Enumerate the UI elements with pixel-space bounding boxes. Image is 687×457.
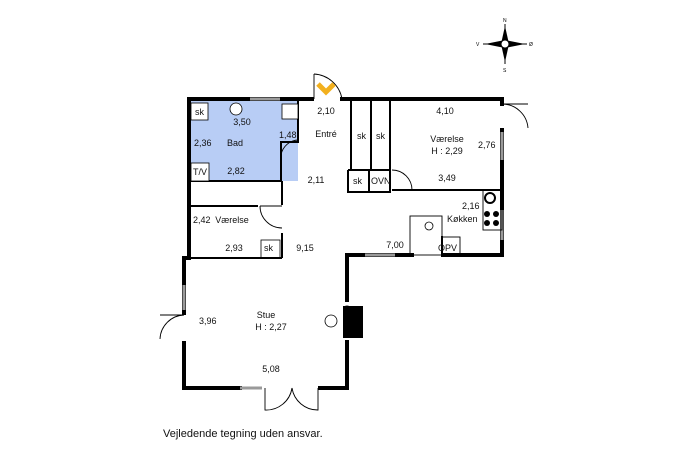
bed-left-name: Værelse bbox=[215, 215, 249, 225]
living-bottom: 5,08 bbox=[262, 364, 280, 374]
compass-e: Ø bbox=[529, 42, 533, 48]
bath-width: 3,50 bbox=[233, 117, 251, 127]
bath-side: 1,48 bbox=[279, 130, 297, 140]
utility-ovn: OVN bbox=[371, 176, 391, 186]
bath-bottom: 2,82 bbox=[227, 166, 245, 176]
utility-sk: sk bbox=[353, 176, 363, 186]
kitchen-name: Køkken bbox=[447, 214, 478, 224]
closets bbox=[260, 239, 281, 259]
disclaimer-caption: Vejledende tegning uden ansvar. bbox=[163, 428, 323, 440]
entry-top: 2,10 bbox=[317, 106, 335, 116]
bath-tv: T/V bbox=[193, 167, 207, 177]
bed-left-width: 2,42 bbox=[193, 215, 211, 225]
bath-name: Bad bbox=[227, 138, 243, 148]
bath-sk: sk bbox=[195, 107, 205, 117]
living-height: H : 2,27 bbox=[255, 322, 287, 332]
compass-n: N bbox=[503, 18, 507, 24]
entry-marker bbox=[316, 82, 336, 96]
entry-name: Entré bbox=[315, 129, 337, 139]
compass-s: S bbox=[503, 68, 507, 74]
bathroom-fixtures bbox=[190, 102, 299, 182]
compass-w: V bbox=[476, 42, 480, 48]
living-name: Stue bbox=[257, 310, 276, 320]
entry-sk-2: sk bbox=[376, 131, 386, 141]
bed-right-side: 2,76 bbox=[478, 140, 496, 150]
bath-height: 2,36 bbox=[194, 138, 212, 148]
kitchen-opv: OPV bbox=[438, 243, 457, 253]
bed-right-bottom: 3,49 bbox=[438, 173, 456, 183]
living-side: 3,96 bbox=[199, 316, 217, 326]
entry-depth: 2,11 bbox=[308, 175, 325, 185]
kitchen-sink-icon bbox=[424, 221, 434, 231]
entry-sk-1: sk bbox=[357, 131, 367, 141]
bed-right-width: 4,10 bbox=[436, 106, 454, 116]
bed-right-name: Værelse bbox=[430, 134, 464, 144]
doors bbox=[159, 73, 529, 411]
bed-left-sk: sk bbox=[264, 243, 274, 253]
kitchen-width: 2,16 bbox=[462, 201, 480, 211]
bed-right-height: H : 2,29 bbox=[431, 146, 463, 156]
stove-icon bbox=[484, 192, 499, 226]
corridor-length: 9,15 bbox=[296, 243, 314, 253]
bed-left-bottom: 2,93 bbox=[225, 243, 243, 253]
stove-round-icon bbox=[324, 314, 338, 328]
kitchen-length: 7,00 bbox=[386, 240, 404, 250]
compass-rose-icon: N S V Ø bbox=[476, 18, 533, 74]
fireplace bbox=[343, 306, 363, 338]
